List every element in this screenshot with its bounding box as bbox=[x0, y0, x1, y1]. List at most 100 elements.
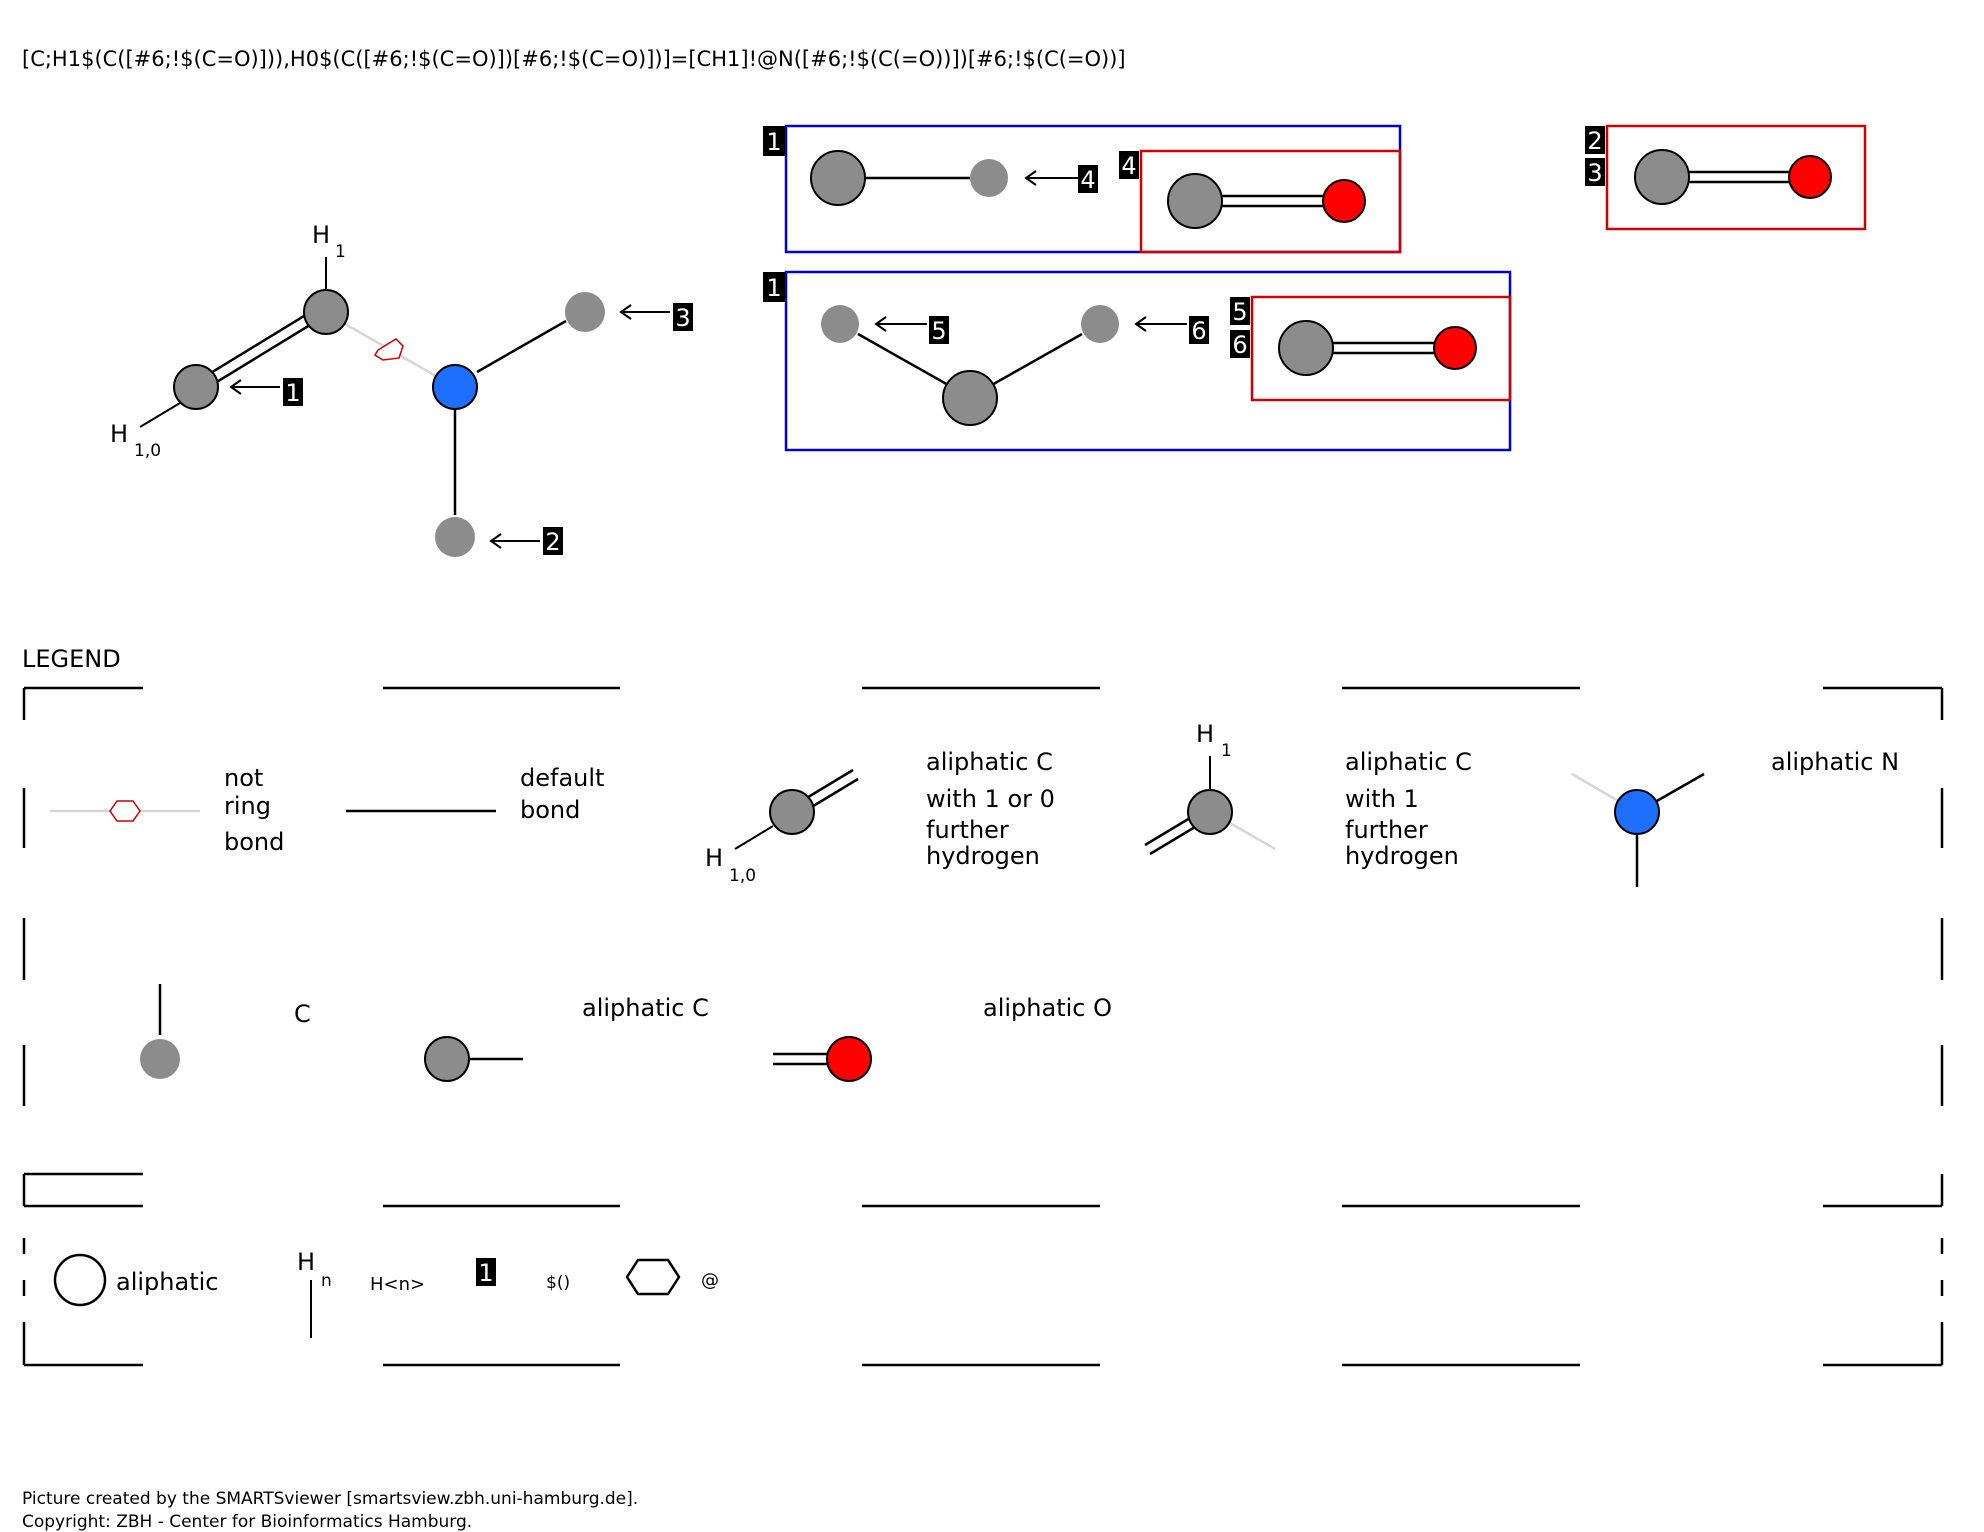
carbon-atom bbox=[1081, 305, 1119, 343]
badge-1: 1 bbox=[285, 379, 300, 407]
carbon-atom bbox=[769, 789, 815, 835]
legend-h-sub: 1,0 bbox=[729, 866, 756, 886]
legend-h-sub-n: n bbox=[321, 1271, 332, 1291]
nested-badge-4: 4 bbox=[1121, 152, 1136, 180]
default-bond-text-1: default bbox=[520, 764, 604, 792]
nested-badge-5: 5 bbox=[1232, 298, 1247, 326]
pointer-badge-6: 6 bbox=[1191, 317, 1206, 345]
legend-ring-text: @ bbox=[701, 1270, 719, 1291]
arrow-head-icon bbox=[489, 533, 502, 549]
h-label-left: H bbox=[110, 420, 128, 448]
aliphatic-c-h1-text-2: with 1 bbox=[1345, 785, 1419, 813]
badge-box bbox=[1189, 316, 1209, 344]
recursive-frame bbox=[784, 270, 1512, 452]
carbon-atom bbox=[810, 150, 866, 206]
not-ring-bond-stub bbox=[1571, 772, 1621, 804]
recursive-box-1-badge: 1 bbox=[766, 128, 781, 156]
arrow-head-icon bbox=[1134, 316, 1147, 332]
badge-box bbox=[1585, 126, 1605, 154]
nested-frame-5-6 bbox=[1250, 295, 1512, 402]
single-bond bbox=[476, 319, 567, 374]
carbon-atom bbox=[821, 305, 859, 343]
badge-box bbox=[763, 126, 785, 156]
legend-aliphatic-c-h10: H 1,0 aliphatic C with 1 or 0 further hy… bbox=[705, 748, 1055, 886]
legend-aliphatic-key: aliphatic bbox=[116, 1268, 218, 1296]
aliphatic-n-text: aliphatic N bbox=[1771, 748, 1899, 776]
not-ring-marker-icon bbox=[109, 800, 141, 822]
badge-3: 3 bbox=[675, 304, 690, 332]
recursive-badge-3: 3 bbox=[1587, 159, 1602, 187]
single-bond bbox=[989, 332, 1083, 388]
main-molecule: H 1 H 1,0 1 2 3 bbox=[110, 221, 693, 557]
not-ring-bond-stub bbox=[1229, 821, 1276, 851]
badge-box bbox=[283, 378, 303, 406]
carbon-atom-2 bbox=[435, 517, 475, 557]
pointer-badge-4: 4 bbox=[1080, 166, 1095, 194]
arrow-head-icon bbox=[229, 379, 242, 395]
carbon-atom bbox=[424, 1036, 470, 1082]
h-label-top-sub: 1 bbox=[335, 242, 346, 262]
badge-box bbox=[1230, 297, 1250, 325]
smarts-string: [C;H1$(C([#6;!$(C=O)])),H0$(C([#6;!$(C=O… bbox=[22, 47, 1126, 71]
legend-key-items: aliphatic H n H<n> 1 $() @ bbox=[53, 1248, 719, 1338]
legend-aliphatic-c: aliphatic C bbox=[424, 994, 709, 1082]
h-bond bbox=[734, 825, 774, 850]
aliphatic-c-h10-text-1: aliphatic C bbox=[926, 748, 1053, 776]
aliphatic-c-h10-text-2: with 1 or 0 bbox=[926, 785, 1055, 813]
h-label-left-sub: 1,0 bbox=[134, 441, 161, 461]
legend-h1-sub: 1 bbox=[1221, 741, 1232, 761]
carbon-atom bbox=[140, 1039, 180, 1079]
legend-h-symbol: H bbox=[297, 1248, 315, 1276]
legend-h-n-text: H<n> bbox=[370, 1274, 425, 1295]
legend-not-ring-bond: not ring bond bbox=[50, 764, 284, 856]
nested-badge-6: 6 bbox=[1232, 331, 1247, 359]
badge-2: 2 bbox=[545, 528, 560, 556]
legend-c: C bbox=[140, 984, 311, 1079]
not-ring-text-1: not bbox=[224, 764, 263, 792]
not-ring-text-2: ring bbox=[224, 792, 271, 820]
aliphatic-c-h1-text-3: further bbox=[1345, 816, 1428, 844]
legend-aliphatic-c-h1: H 1 aliphatic C with 1 further hydrogen bbox=[1144, 720, 1472, 870]
oxygen-atom bbox=[1322, 179, 1366, 223]
nested-frame-4 bbox=[1139, 149, 1402, 254]
carbon-atom bbox=[970, 159, 1008, 197]
badge-box bbox=[673, 303, 693, 331]
badge-box bbox=[1119, 151, 1139, 179]
recursive-box-1b: 1 5 6 5 6 bbox=[763, 270, 1512, 452]
single-bond bbox=[857, 332, 951, 388]
oxygen-atom bbox=[826, 1036, 872, 1082]
legend-aliphatic-o: aliphatic O bbox=[773, 994, 1112, 1082]
legend-aliphatic-n: aliphatic N bbox=[1571, 748, 1899, 887]
carbon-atom bbox=[1167, 173, 1223, 229]
carbon-atom-3 bbox=[565, 292, 605, 332]
double-bond-line bbox=[201, 312, 329, 393]
pointer-badge-5: 5 bbox=[931, 317, 946, 345]
ring-hexagon-icon bbox=[625, 1258, 681, 1296]
legend-h-label: H bbox=[705, 844, 723, 872]
legend-aliphatic-c-text: aliphatic C bbox=[582, 994, 709, 1022]
legend-recursive-text: $() bbox=[546, 1273, 570, 1293]
badge-box bbox=[1230, 330, 1250, 358]
not-ring-text-3: bond bbox=[224, 828, 284, 856]
recursive-box-1: 1 4 4 bbox=[763, 124, 1402, 254]
carbon-atom bbox=[1278, 320, 1334, 376]
h-bond bbox=[139, 402, 181, 428]
default-bond-text-2: bond bbox=[520, 796, 580, 824]
legend-h1-label: H bbox=[1196, 720, 1214, 748]
legend-badge: 1 bbox=[478, 1259, 493, 1287]
legend-key-frame bbox=[22, 1172, 1944, 1367]
carbon-atom bbox=[1634, 149, 1690, 205]
badge-box bbox=[543, 527, 563, 555]
badge-box bbox=[476, 1258, 496, 1286]
footer-line-2: Copyright: ZBH - Center for Bioinformati… bbox=[22, 1512, 472, 1532]
carbon-atom-ch1 bbox=[303, 289, 349, 335]
not-ring-marker-icon bbox=[373, 338, 404, 361]
aliphatic-c-h1-text-1: aliphatic C bbox=[1345, 748, 1472, 776]
legend-default-bond: default bond bbox=[346, 764, 604, 824]
recursive-box-1b-badge: 1 bbox=[766, 274, 781, 302]
badge-box bbox=[929, 316, 949, 344]
double-bond-line bbox=[195, 303, 323, 384]
carbon-atom-1 bbox=[173, 364, 219, 410]
footer-line-1: Picture created by the SMARTSviewer [sma… bbox=[22, 1489, 638, 1509]
